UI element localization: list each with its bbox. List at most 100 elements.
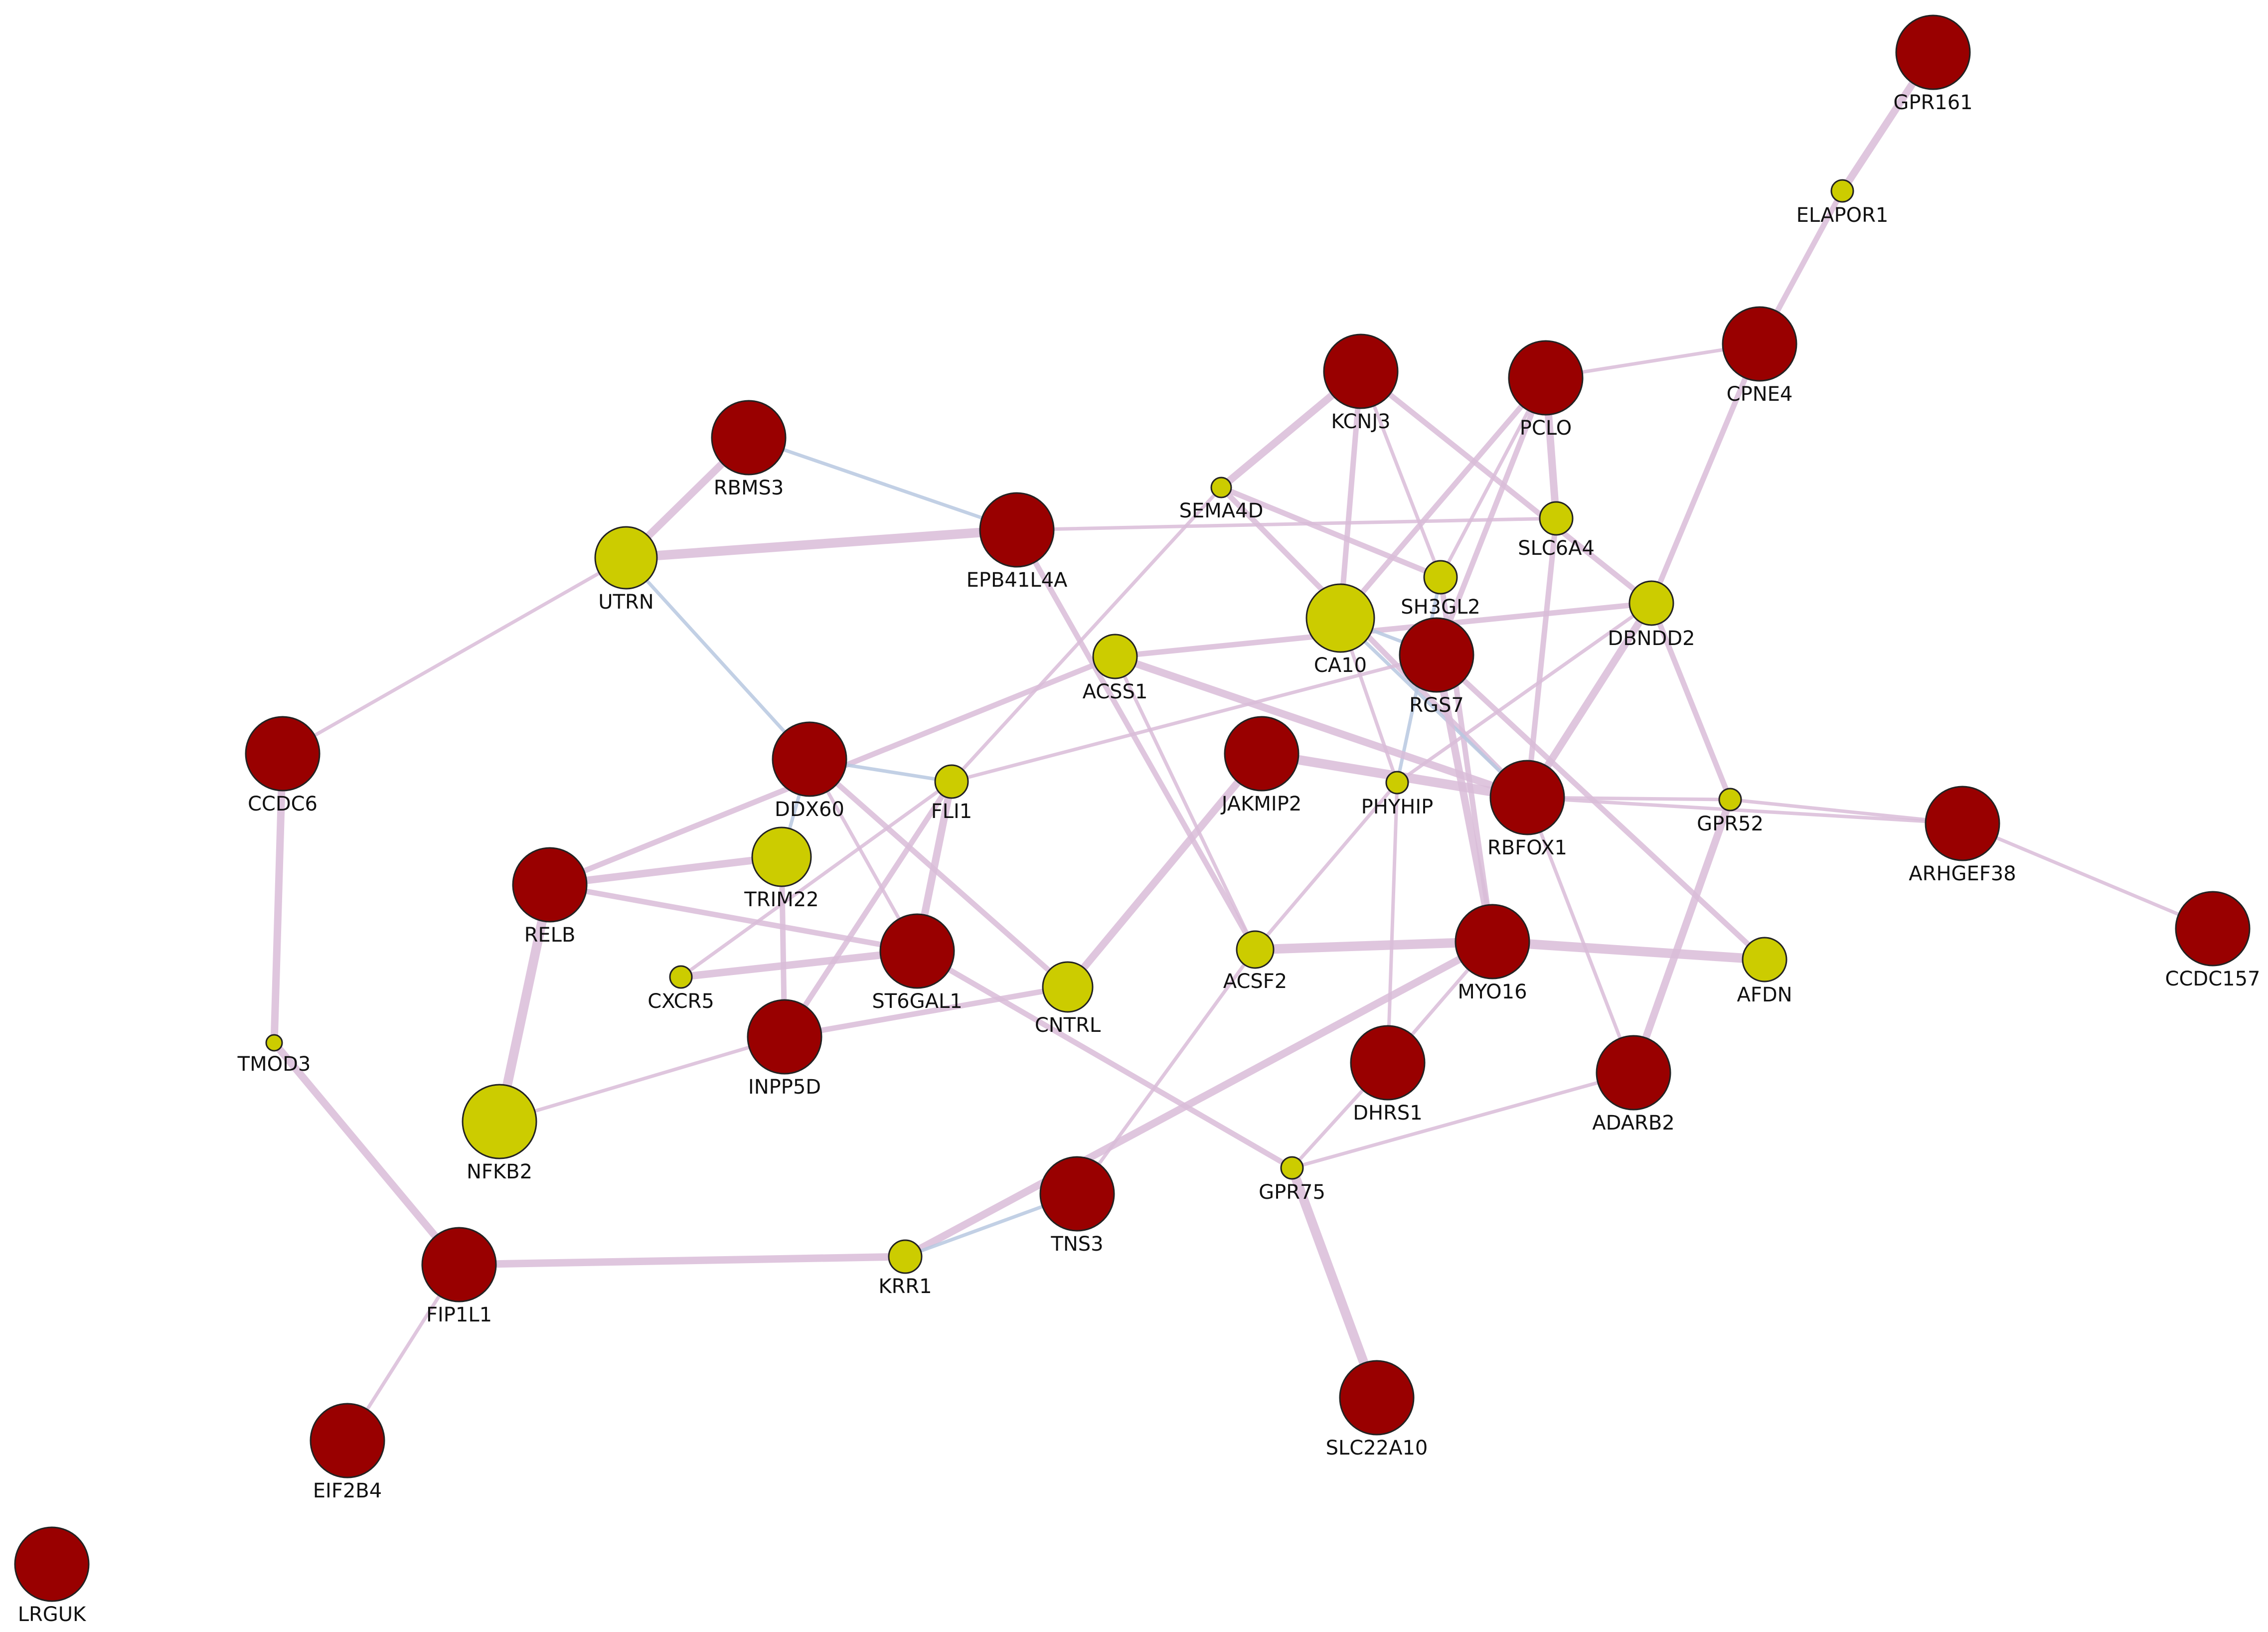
node-acsf2[interactable]: ACSF2 <box>1223 930 1287 993</box>
node-ca10[interactable]: CA10 <box>1305 583 1375 677</box>
node-jakmip2[interactable]: JAKMIP2 <box>1220 716 1302 816</box>
node-rgs7[interactable]: RGS7 <box>1399 617 1474 717</box>
node-circle-rbfox1[interactable] <box>1489 760 1565 835</box>
node-sh3gl2[interactable]: SH3GL2 <box>1401 560 1480 619</box>
node-circle-rgs7[interactable] <box>1399 617 1474 693</box>
node-circle-fli1[interactable] <box>934 764 969 799</box>
node-dbndd2[interactable]: DBNDD2 <box>1608 580 1695 650</box>
node-circle-pclo[interactable] <box>1508 340 1584 416</box>
node-tmod3[interactable]: TMOD3 <box>237 1034 311 1076</box>
node-acss1[interactable]: ACSS1 <box>1083 634 1148 703</box>
node-circle-acss1[interactable] <box>1092 634 1138 679</box>
node-ddx60[interactable]: DDX60 <box>772 721 847 821</box>
node-cxcr5[interactable]: CXCR5 <box>648 965 714 1013</box>
node-label-ca10: CA10 <box>1314 654 1367 677</box>
node-circle-rbms3[interactable] <box>711 400 787 476</box>
node-cntrl[interactable]: CNTRL <box>1035 961 1101 1037</box>
node-circle-relb[interactable] <box>512 847 588 923</box>
node-circle-ccdc6[interactable] <box>245 716 321 792</box>
node-gpr161[interactable]: GPR161 <box>1893 14 1973 114</box>
node-circle-krr1[interactable] <box>888 1239 923 1274</box>
node-utrn[interactable]: UTRN <box>594 526 658 614</box>
node-circle-cxcr5[interactable] <box>669 965 693 989</box>
node-circle-afdn[interactable] <box>1742 937 1787 982</box>
node-lrguk[interactable]: LRGUK <box>14 1526 90 1626</box>
edge-sema4d-rbfox1 <box>1218 485 1530 801</box>
node-circle-utrn[interactable] <box>594 526 658 590</box>
node-sema4d[interactable]: SEMA4D <box>1179 477 1264 522</box>
node-circle-cpne4[interactable] <box>1722 306 1797 382</box>
node-circle-tns3[interactable] <box>1039 1156 1115 1232</box>
node-phyhip[interactable]: PHYHIP <box>1361 771 1434 818</box>
node-circle-slc6a4[interactable] <box>1539 501 1574 536</box>
node-pclo[interactable]: PCLO <box>1508 340 1584 440</box>
node-circle-jakmip2[interactable] <box>1224 716 1299 792</box>
node-circle-trim22[interactable] <box>751 826 812 887</box>
node-krr1[interactable]: KRR1 <box>878 1239 932 1298</box>
node-circle-fip1l1[interactable] <box>421 1227 497 1303</box>
node-circle-ccdc157[interactable] <box>2175 891 2251 967</box>
edge-phyhip-dhrs1 <box>1386 781 1399 1065</box>
node-rbfox1[interactable]: RBFOX1 <box>1487 760 1567 859</box>
node-label-rbms3: RBMS3 <box>714 477 784 499</box>
node-fli1[interactable]: FLI1 <box>931 764 972 823</box>
node-trim22[interactable]: TRIM22 <box>744 826 819 911</box>
node-cpne4[interactable]: CPNE4 <box>1722 306 1797 406</box>
node-slc22a10[interactable]: SLC22A10 <box>1326 1360 1428 1460</box>
node-ccdc157[interactable]: CCDC157 <box>2165 891 2261 990</box>
edge-rbms3-epb41l4a <box>747 436 1019 532</box>
edge-rgs7-fli1 <box>950 653 1439 784</box>
node-slc6a4[interactable]: SLC6A4 <box>1518 501 1595 560</box>
node-circle-phyhip[interactable] <box>1385 771 1409 795</box>
node-myo16[interactable]: MYO16 <box>1455 904 1530 1003</box>
node-circle-dhrs1[interactable] <box>1350 1025 1426 1101</box>
node-circle-st6gal1[interactable] <box>879 913 955 989</box>
node-label-afdn: AFDN <box>1737 983 1792 1006</box>
node-elapor1[interactable]: ELAPOR1 <box>1796 179 1889 227</box>
node-label-jakmip2: JAKMIP2 <box>1220 793 1302 816</box>
node-epb41l4a[interactable]: EPB41L4A <box>967 492 1068 592</box>
node-st6gal1[interactable]: ST6GAL1 <box>872 913 963 1013</box>
node-relb[interactable]: RELB <box>512 847 588 947</box>
node-circle-sh3gl2[interactable] <box>1423 560 1458 595</box>
node-circle-acsf2[interactable] <box>1236 930 1275 969</box>
node-circle-myo16[interactable] <box>1455 904 1530 979</box>
node-circle-inpp5d[interactable] <box>747 999 822 1075</box>
node-arhgef38[interactable]: ARHGEF38 <box>1909 786 2016 885</box>
node-circle-arhgef38[interactable] <box>1925 786 2000 861</box>
node-eif2b4[interactable]: EIF2B4 <box>310 1403 385 1502</box>
node-tns3[interactable]: TNS3 <box>1039 1156 1115 1256</box>
node-circle-gpr75[interactable] <box>1280 1156 1304 1180</box>
node-afdn[interactable]: AFDN <box>1737 937 1792 1006</box>
node-circle-epb41l4a[interactable] <box>979 492 1055 568</box>
node-circle-adarb2[interactable] <box>1596 1035 1671 1111</box>
node-rbms3[interactable]: RBMS3 <box>711 400 787 499</box>
node-adarb2[interactable]: ADARB2 <box>1592 1035 1675 1135</box>
edge-kcnj3-dbndd2 <box>1358 368 1654 606</box>
node-circle-dbndd2[interactable] <box>1628 580 1674 626</box>
node-label-sh3gl2: SH3GL2 <box>1401 596 1480 619</box>
node-circle-ddx60[interactable] <box>772 721 847 797</box>
node-fip1l1[interactable]: FIP1L1 <box>421 1227 497 1326</box>
node-circle-kcnj3[interactable] <box>1323 333 1399 409</box>
node-nfkb2[interactable]: NFKB2 <box>462 1084 537 1183</box>
node-circle-gpr52[interactable] <box>1718 788 1742 812</box>
node-label-ccdc6: CCDC6 <box>248 793 318 816</box>
node-circle-lrguk[interactable] <box>14 1526 90 1602</box>
node-ccdc6[interactable]: CCDC6 <box>245 716 321 816</box>
node-circle-gpr161[interactable] <box>1895 14 1971 90</box>
node-circle-elapor1[interactable] <box>1830 179 1854 203</box>
node-gpr52[interactable]: GPR52 <box>1697 788 1764 835</box>
node-dhrs1[interactable]: DHRS1 <box>1350 1025 1426 1125</box>
node-circle-tmod3[interactable] <box>265 1034 283 1052</box>
node-circle-cntrl[interactable] <box>1042 961 1094 1013</box>
node-kcnj3[interactable]: KCNJ3 <box>1323 333 1399 433</box>
node-inpp5d[interactable]: INPP5D <box>747 999 822 1099</box>
edge-epb41l4a-slc6a4 <box>1015 516 1558 532</box>
node-gpr75[interactable]: GPR75 <box>1259 1156 1325 1204</box>
node-circle-nfkb2[interactable] <box>462 1084 537 1159</box>
node-circle-sema4d[interactable] <box>1210 477 1232 498</box>
node-circle-eif2b4[interactable] <box>310 1403 385 1478</box>
node-circle-ca10[interactable] <box>1305 583 1375 653</box>
node-circle-slc22a10[interactable] <box>1339 1360 1415 1436</box>
